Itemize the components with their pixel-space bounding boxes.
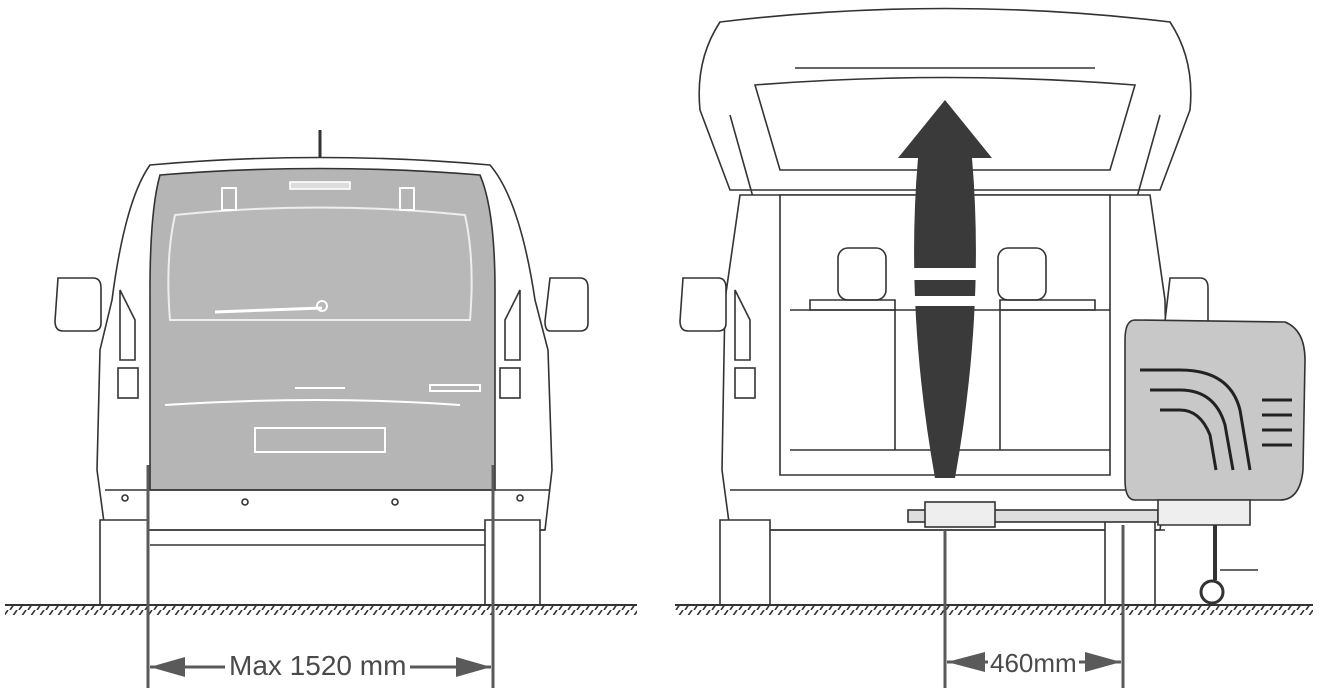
dimension-offset bbox=[943, 525, 1125, 688]
wheel-left bbox=[99, 519, 149, 606]
up-arrow-icon bbox=[898, 100, 992, 478]
stand-wheel bbox=[1199, 579, 1225, 605]
open-tailgate bbox=[698, 7, 1192, 191]
rear-window bbox=[167, 206, 473, 321]
wheel-right-2 bbox=[1104, 519, 1156, 606]
carrier-box bbox=[1124, 319, 1306, 501]
mirror-right bbox=[544, 277, 589, 332]
ground-right bbox=[675, 604, 1313, 615]
van-rear-closed bbox=[54, 130, 589, 606]
ground-left bbox=[5, 604, 637, 615]
carrier-offset-label: 460mm bbox=[988, 648, 1079, 678]
mirror-left-2 bbox=[679, 277, 727, 332]
van-rear-open-with-carrier bbox=[679, 7, 1306, 606]
wheel-left-2 bbox=[719, 519, 771, 606]
mirror-left bbox=[54, 277, 102, 332]
max-width-label: Max 1520 mm bbox=[225, 652, 411, 680]
